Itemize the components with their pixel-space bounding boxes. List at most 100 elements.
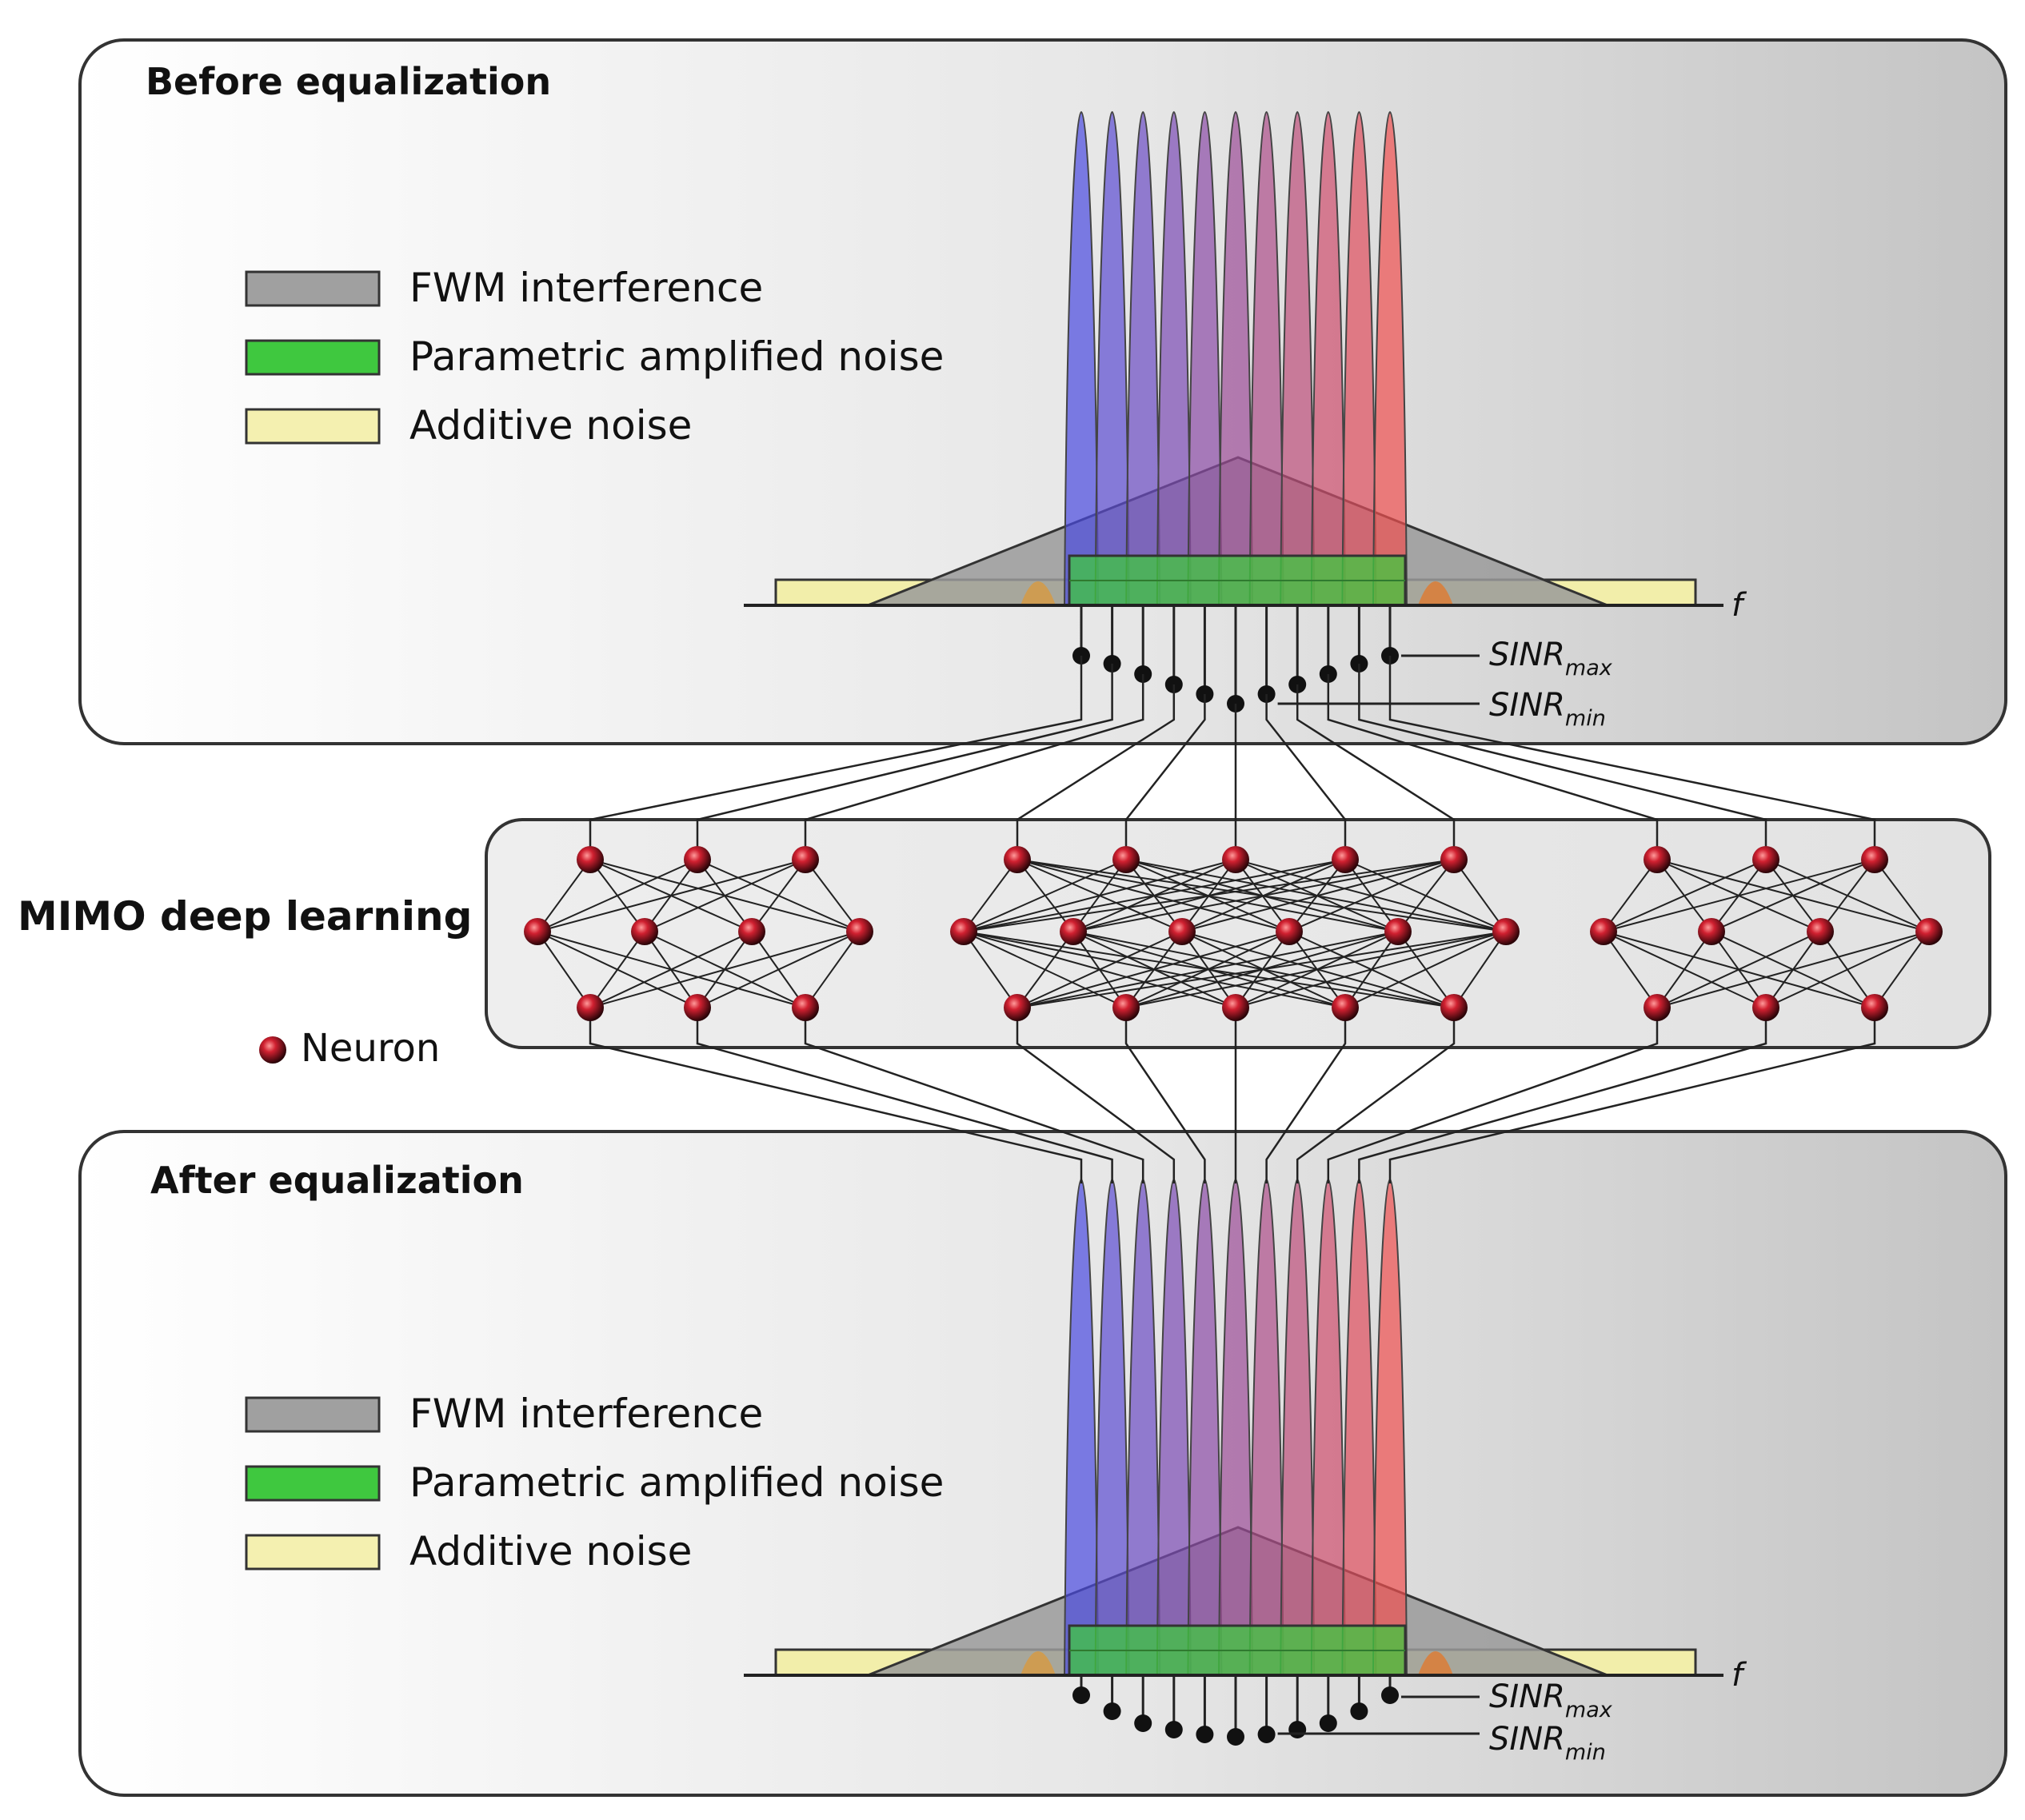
sinr-marker <box>1381 1686 1399 1704</box>
sinr-marker <box>1103 1702 1121 1720</box>
synapse <box>537 859 591 932</box>
neuron <box>1861 994 1888 1021</box>
neuron <box>1440 994 1468 1021</box>
neuron <box>950 918 977 945</box>
neuron <box>1698 918 1725 945</box>
neuron <box>1004 846 1031 873</box>
sinr-marker <box>1319 1714 1337 1732</box>
neuron <box>1644 846 1671 873</box>
neuron <box>1168 918 1196 945</box>
synapse <box>1711 931 1875 1008</box>
channel-peak <box>1310 110 1346 606</box>
synapse <box>1874 859 1930 932</box>
synapse <box>644 859 806 932</box>
mimo-network <box>524 846 1943 1021</box>
neuron <box>792 994 819 1021</box>
legend-swatch-additive <box>245 1534 381 1571</box>
legend-swatch-additive <box>245 408 381 445</box>
neuron <box>1752 994 1779 1021</box>
synapse <box>1819 859 1875 932</box>
neuron <box>1112 994 1140 1021</box>
neuron <box>792 846 819 873</box>
channel-connector <box>1327 1008 1659 1183</box>
channel-peak <box>1372 110 1408 606</box>
legend-swatch-parametric <box>245 1465 381 1502</box>
neuron <box>631 918 658 945</box>
synapse <box>537 931 698 1008</box>
neuron <box>1060 918 1087 945</box>
neuron <box>524 918 551 945</box>
before-title: Before equalization <box>146 60 551 103</box>
synapse <box>1819 931 1875 1008</box>
channel-peak <box>1280 110 1316 606</box>
network-panel <box>485 818 1991 1049</box>
after-panel <box>78 1130 2007 1797</box>
synapse <box>1181 859 1455 932</box>
sinr-min-label: SINRmin <box>1489 687 1606 731</box>
channel-peak <box>1063 110 1100 606</box>
synapse <box>1397 859 1455 932</box>
before-panel <box>78 38 2007 745</box>
neuron <box>577 846 604 873</box>
synapse <box>963 859 1127 932</box>
channel-connector <box>696 1008 1113 1183</box>
synapse <box>1603 859 1875 932</box>
channel-connector <box>1016 684 1176 860</box>
neuron-legend-label: Neuron <box>301 1026 440 1071</box>
sinr-marker <box>1196 1726 1214 1743</box>
channel-connector <box>696 664 1113 860</box>
synapse <box>963 931 1018 1008</box>
synapse <box>1711 859 1875 932</box>
synapse <box>1453 859 1507 932</box>
synapse <box>1603 931 1767 1008</box>
spectrum-after <box>744 1178 1723 1746</box>
sinr-max-label: SINRmax <box>1489 637 1613 681</box>
neuron <box>846 918 873 945</box>
synapse <box>644 931 806 1008</box>
channel-connector <box>1016 1008 1176 1183</box>
synapse <box>751 859 806 932</box>
synapse <box>1603 931 1875 1008</box>
synapse <box>537 931 591 1008</box>
synapse <box>963 859 1346 932</box>
neuron <box>1332 994 1359 1021</box>
channel-connector <box>804 674 1144 860</box>
after-title: After equalization <box>150 1159 524 1202</box>
synapse <box>1181 931 1455 1008</box>
channel-network-connections <box>589 656 1876 1183</box>
synapse <box>1453 931 1507 1008</box>
channel-connector <box>1265 694 1347 860</box>
channel-connector <box>589 1008 1083 1183</box>
spectrum-before <box>744 110 1723 712</box>
neuron <box>684 846 711 873</box>
synapse <box>963 859 1018 932</box>
noise-sideband <box>1020 581 1056 605</box>
sinr-marker <box>1227 1728 1244 1746</box>
neuron <box>738 918 765 945</box>
sinr-marker <box>1288 1721 1307 1738</box>
legend-label-fwm: FWM interference <box>409 1391 763 1437</box>
legend-after: FWM interference Parametric amplified no… <box>245 1391 944 1575</box>
sinr-max-label: SINRmax <box>1489 1678 1613 1722</box>
channel-connector <box>1358 664 1767 860</box>
channel-peak <box>1217 110 1254 606</box>
channel-connector <box>1388 656 1876 860</box>
sinr-marker <box>1072 1686 1090 1704</box>
sinr-marker <box>1257 1726 1276 1743</box>
legend-swatch-parametric <box>245 339 381 376</box>
neuron <box>1590 918 1617 945</box>
neuron <box>1384 918 1412 945</box>
legend-swatch-fwm <box>245 1396 381 1433</box>
synapse <box>1288 931 1455 1008</box>
channel-connector <box>1296 1008 1456 1183</box>
neuron <box>1222 994 1249 1021</box>
synapse <box>1603 859 1658 932</box>
synapse <box>537 859 806 932</box>
neuron <box>1112 846 1140 873</box>
legend-label-fwm: FWM interference <box>409 265 763 311</box>
neuron <box>1861 846 1888 873</box>
neuron <box>1222 846 1249 873</box>
neuron <box>1492 918 1520 945</box>
synapse <box>1072 859 1455 932</box>
synapse <box>963 859 1236 932</box>
